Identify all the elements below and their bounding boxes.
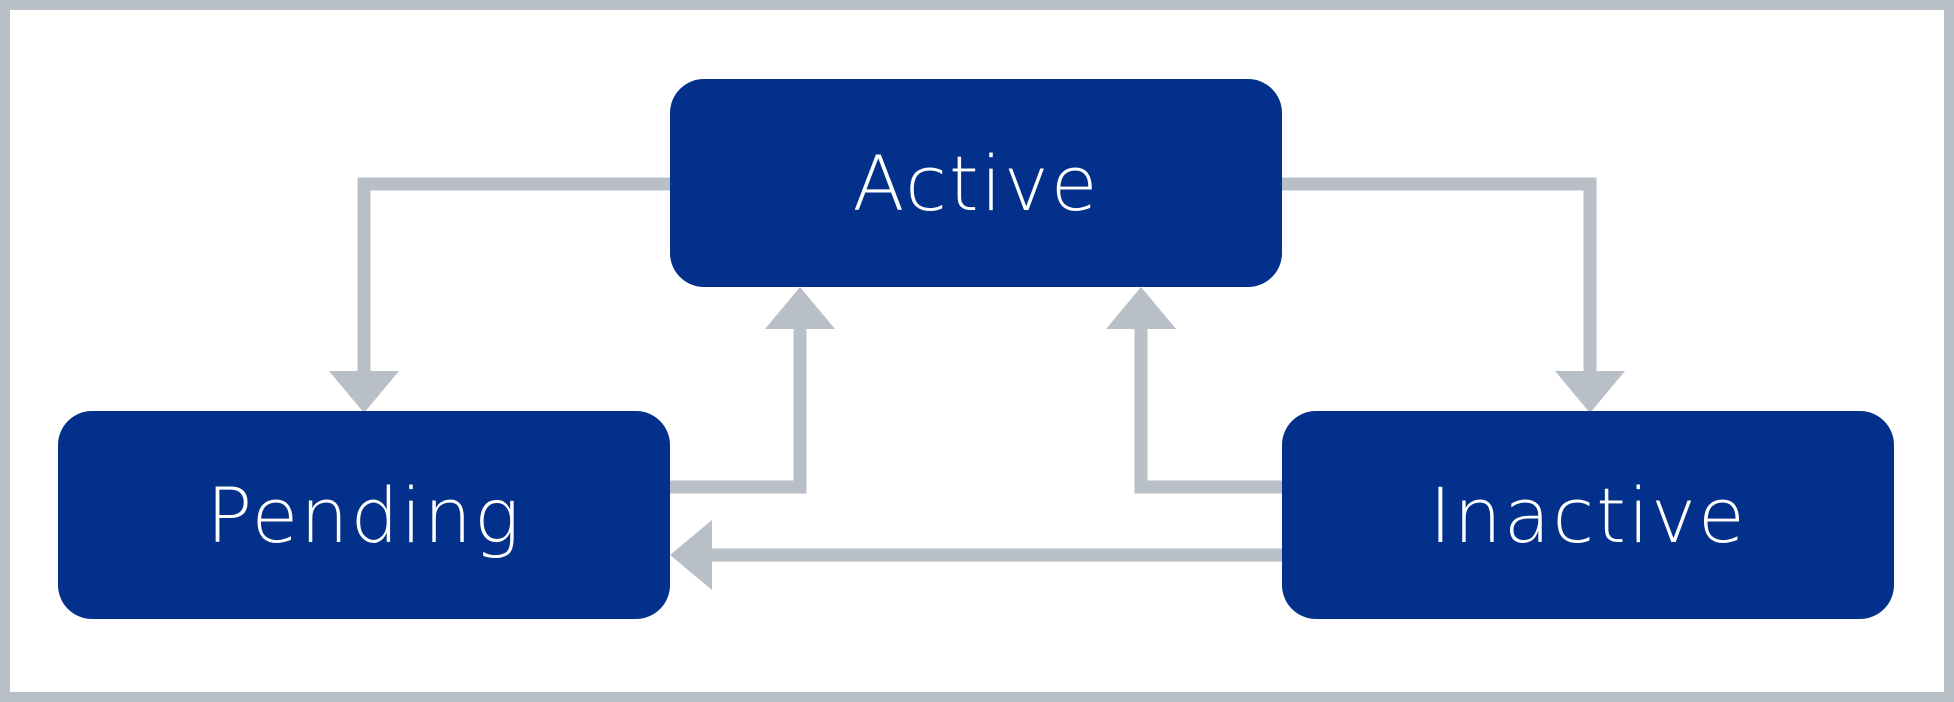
connector-pending-active bbox=[670, 327, 807, 494]
state-node-inactive[interactable]: Inactive bbox=[1282, 411, 1894, 619]
state-label-inactive: Inactive bbox=[1429, 470, 1747, 560]
arrowhead-active-pending bbox=[329, 371, 399, 413]
state-label-active: Active bbox=[852, 138, 1100, 228]
connector-active-pending bbox=[357, 177, 670, 372]
connector-active-inactive bbox=[1282, 177, 1597, 372]
state-node-active[interactable]: Active bbox=[670, 79, 1282, 287]
arrowhead-active-inactive bbox=[1555, 371, 1625, 413]
connector-inactive-active bbox=[1134, 327, 1282, 494]
state-node-pending[interactable]: Pending bbox=[58, 411, 670, 619]
arrowhead-inactive-pending bbox=[670, 520, 712, 590]
state-label-pending: Pending bbox=[206, 470, 522, 560]
arrowhead-inactive-active bbox=[1106, 287, 1176, 329]
arrowhead-pending-active bbox=[765, 287, 835, 329]
